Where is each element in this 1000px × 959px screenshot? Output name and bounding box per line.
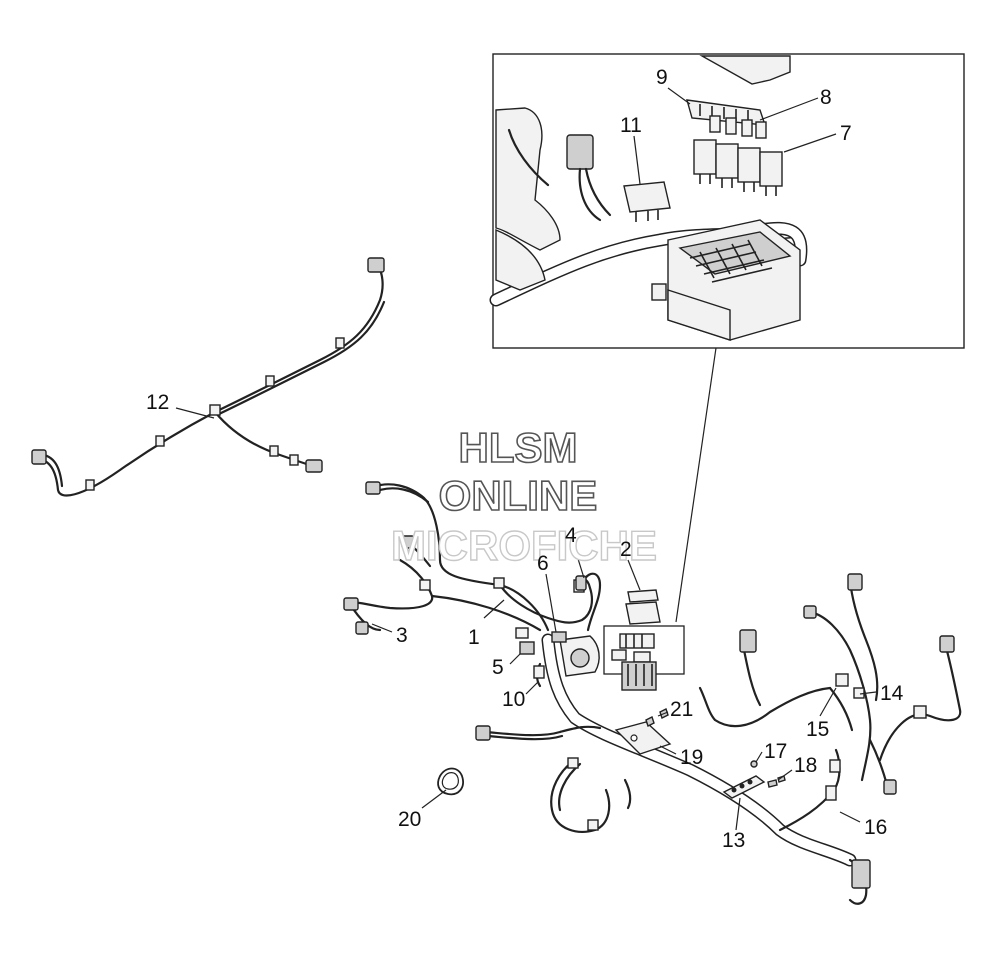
watermark-line-2: ONLINE	[439, 472, 598, 519]
callout-3: 3	[396, 624, 408, 647]
callout-labels: 1 2 3 4 5 6 7 8 9 10 11 12 13 14 15 16 1…	[146, 66, 904, 852]
watermark: HLSM ONLINE MICROFICHE	[390, 423, 657, 570]
callout-16: 16	[864, 816, 887, 839]
detail-inset	[489, 53, 965, 349]
callout-9: 9	[656, 66, 668, 89]
callout-7: 7	[840, 122, 852, 145]
callout-18: 18	[794, 754, 817, 777]
callout-10: 10	[502, 688, 525, 711]
callout-6: 6	[537, 552, 549, 575]
callout-4: 4	[565, 524, 577, 547]
callout-14: 14	[880, 682, 904, 705]
callout-5: 5	[492, 656, 504, 679]
main-harness	[343, 481, 962, 905]
leader-lines	[175, 87, 877, 831]
part-4-6	[551, 572, 602, 677]
part-13	[722, 775, 766, 799]
callout-20: 20	[398, 808, 421, 831]
part-20-grommet	[437, 767, 464, 796]
callout-15: 15	[806, 718, 829, 741]
watermark-line-1: HLSM	[459, 424, 578, 471]
part-19	[614, 721, 672, 755]
callout-2: 2	[620, 538, 632, 561]
callout-19: 19	[680, 746, 703, 769]
part-2	[625, 589, 661, 625]
harness-12	[31, 257, 386, 497]
callout-17: 17	[764, 740, 787, 763]
callout-1: 1	[468, 626, 480, 649]
callout-21: 21	[670, 698, 693, 721]
fuse-block-box	[603, 625, 685, 691]
part-5-10	[515, 627, 545, 688]
watermark-line-3: MICROFICHE	[391, 522, 657, 569]
inset-leader-line	[675, 347, 717, 623]
callout-8: 8	[820, 86, 832, 109]
part-21	[645, 708, 669, 727]
callout-12: 12	[146, 391, 169, 414]
callout-11: 11	[620, 114, 642, 137]
callout-13: 13	[722, 829, 745, 852]
